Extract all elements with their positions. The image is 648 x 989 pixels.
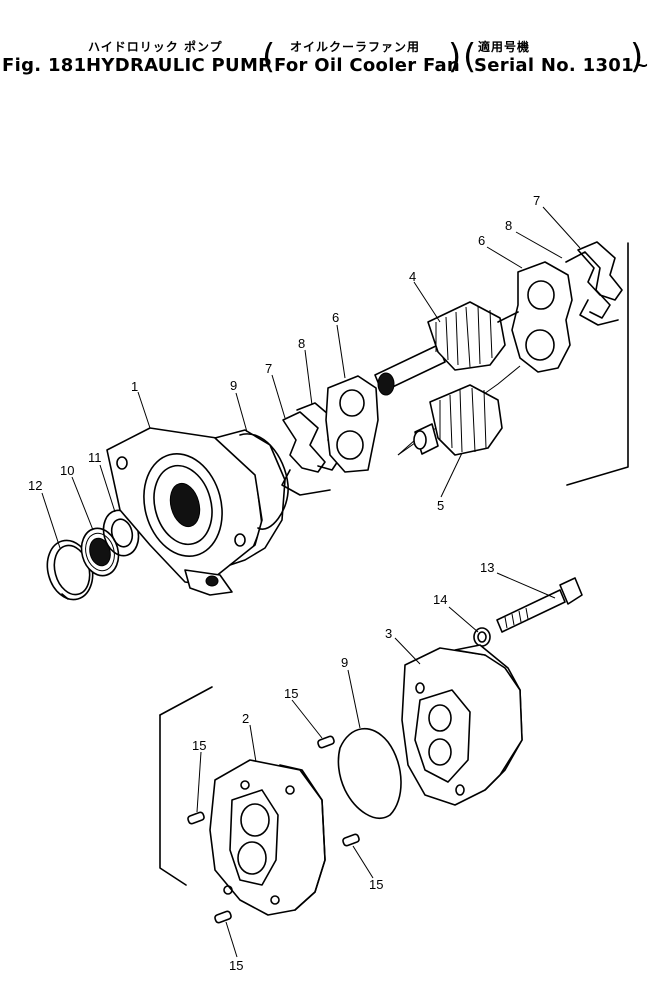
front-cover-part <box>106 427 286 596</box>
dowel-pin-part <box>342 833 360 847</box>
callout-12: 12 <box>28 478 42 493</box>
driven-gear-part <box>413 384 503 456</box>
callout-9: 9 <box>341 655 348 670</box>
side-plate-part <box>325 375 379 473</box>
callout-2: 2 <box>242 711 249 726</box>
close-paren: ) <box>630 37 644 77</box>
callout-1: 1 <box>131 379 138 394</box>
leader-lines <box>41 206 581 958</box>
seal-part <box>281 411 331 496</box>
gear-housing-part <box>209 759 326 916</box>
callout-8: 8 <box>298 336 305 351</box>
close-paren: ) <box>448 37 462 77</box>
callout-11: 11 <box>88 450 102 465</box>
open-paren: ( <box>262 37 276 77</box>
dowel-pin-part <box>317 735 335 749</box>
serial-japanese: 適用号機 <box>478 40 531 54</box>
figure-title: HYDRAULIC PUMP <box>86 55 272 76</box>
callout-6: 6 <box>332 310 339 325</box>
callout-13: 13 <box>480 560 494 575</box>
assembly-guide-line <box>397 439 416 456</box>
usage-text: For Oil Cooler Fan <box>274 55 461 76</box>
callout-7: 7 <box>533 193 540 208</box>
oil-seal-part <box>80 527 120 577</box>
open-paren: ( <box>463 37 477 77</box>
title-japanese: ハイドロリック ポンプ <box>88 40 223 54</box>
figure-number: Fig. 181 <box>2 55 87 76</box>
callout-15: 15 <box>229 958 243 973</box>
gasket-part <box>337 727 402 819</box>
seal-part <box>577 241 623 326</box>
gasket-part <box>239 433 289 530</box>
callout-3: 3 <box>385 626 392 641</box>
callout-15: 15 <box>192 738 206 753</box>
upper-group-bracket <box>566 242 629 486</box>
dowel-pin-part <box>187 811 205 825</box>
side-plate-part <box>511 261 573 373</box>
lower-group-bracket <box>159 686 213 716</box>
rear-cover-part <box>401 644 523 806</box>
callout-8: 8 <box>505 218 512 233</box>
drive-gear-part <box>374 301 519 396</box>
callout-10: 10 <box>60 463 74 478</box>
callout-6: 6 <box>478 233 485 248</box>
callout-4: 4 <box>409 269 416 284</box>
callout-15: 15 <box>284 686 298 701</box>
dowel-pin-part <box>214 910 232 924</box>
callout-7: 7 <box>265 361 272 376</box>
callout-5: 5 <box>437 498 444 513</box>
callout-14: 14 <box>433 592 447 607</box>
serial-text: Serial No. 1301~ <box>474 55 648 76</box>
usage-japanese: オイルクーラファン用 <box>290 40 421 54</box>
callout-9: 9 <box>230 378 237 393</box>
callout-15: 15 <box>369 877 383 892</box>
bolt-part <box>496 577 583 633</box>
lower-group-bracket-side <box>159 714 187 886</box>
